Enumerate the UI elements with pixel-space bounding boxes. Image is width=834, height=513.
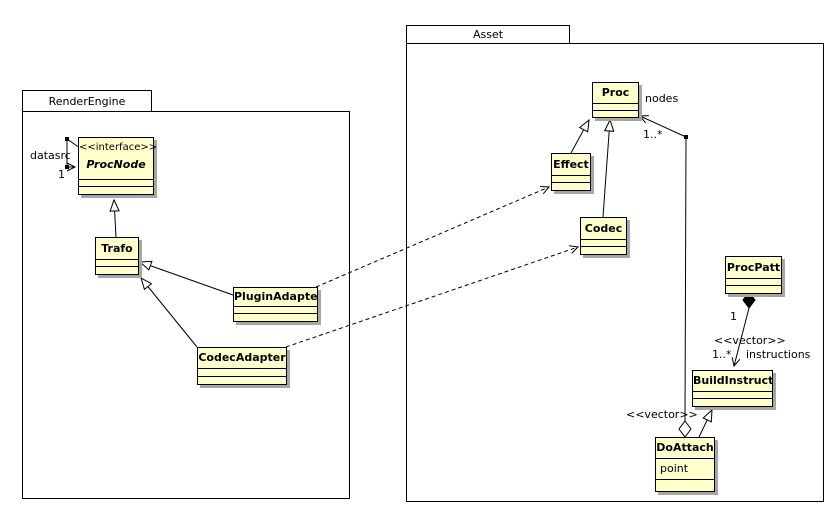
class-pluginadapter: PluginAdapter [233,287,318,322]
multiplicity-datasrc: 1 [58,168,65,181]
multiplicity-instructions: 1..* [712,348,732,361]
association-waypoint [65,137,69,141]
class-procnode: <<interface>> ProcNode [78,137,158,195]
class-name: ProcPatt [726,261,781,274]
class-name: Proc [601,86,630,99]
attributes-compartment [581,239,626,246]
class-name: Effect [553,158,589,171]
aggregation-doattach-proc-nodes [638,115,692,438]
class-name: Codec [584,222,623,235]
attributes-compartment [593,103,638,110]
dependency-codecadapter-codec [285,245,580,348]
attributes-compartment [693,391,772,398]
attributes-compartment [198,368,286,376]
operations-compartment [198,376,286,384]
class-codec: Codec [580,217,627,255]
generalization-effect-proc [570,118,590,154]
package-tab-asset: Asset [406,25,570,44]
class-name: ProcNode [86,158,146,171]
class-doattach: DoAttach point [655,437,715,492]
composition-procpatt-buildinstruct [731,291,756,368]
association-waypoint [684,135,688,139]
class-name: Trafo [101,242,133,255]
class-procpatt: ProcPatt [725,256,782,294]
class-name: DoAttach [656,441,714,454]
operations-compartment [96,266,138,274]
multiplicity-composition: 1 [730,310,737,323]
generalization-codecadapter-trafo [140,276,198,348]
stereotype-vector-instructions: <<vector>> [714,334,786,347]
operations-compartment [552,182,590,190]
package-label-renderengine: RenderEngine [48,95,126,108]
operations-compartment [693,398,772,406]
class-attribute-point: point [656,458,714,479]
generalization-doattach-buildinstruct [698,408,713,438]
operations-compartment [593,110,638,117]
class-buildinstruct: BuildInstruct [692,370,773,407]
association-label-datasrc: datasrc [30,149,71,162]
operations-compartment [581,246,626,254]
generalization-codec-proc [602,118,615,218]
association-procnode-datasrc [65,137,81,172]
class-proc: Proc [592,82,639,118]
association-label-instructions: instructions [746,348,811,361]
association-waypoint [65,165,69,169]
operations-compartment [234,313,317,321]
class-stereotype: <<interface>> [79,142,158,153]
class-effect: Effect [551,153,591,191]
association-label-nodes: nodes [645,92,679,105]
operations-compartment [79,186,153,194]
aggregation-diamond [678,420,692,438]
class-name: PluginAdapter [234,290,317,303]
package-tab-renderengine: RenderEngine [22,90,152,112]
multiplicity-nodes: 1..* [643,128,663,141]
class-name: CodecAdapter [198,351,286,364]
attributes-compartment [552,175,590,182]
package-label-asset: Asset [472,28,504,41]
class-trafo: Trafo [95,237,139,275]
composition-diamond [742,291,756,309]
operations-compartment [656,479,714,491]
attributes-compartment [96,259,138,266]
class-name: BuildInstruct [693,374,772,387]
operations-compartment [726,285,781,293]
generalization-pluginadapter-trafo [138,260,234,296]
attributes-compartment [726,278,781,285]
class-codecadapter: CodecAdapter [197,347,287,385]
dependency-pluginadapter-effect [315,185,551,288]
attributes-compartment [79,179,153,186]
stereotype-vector-doattach: <<vector>> [626,408,698,421]
generalization-trafo-procnode [109,198,120,238]
attributes-compartment [234,306,317,313]
